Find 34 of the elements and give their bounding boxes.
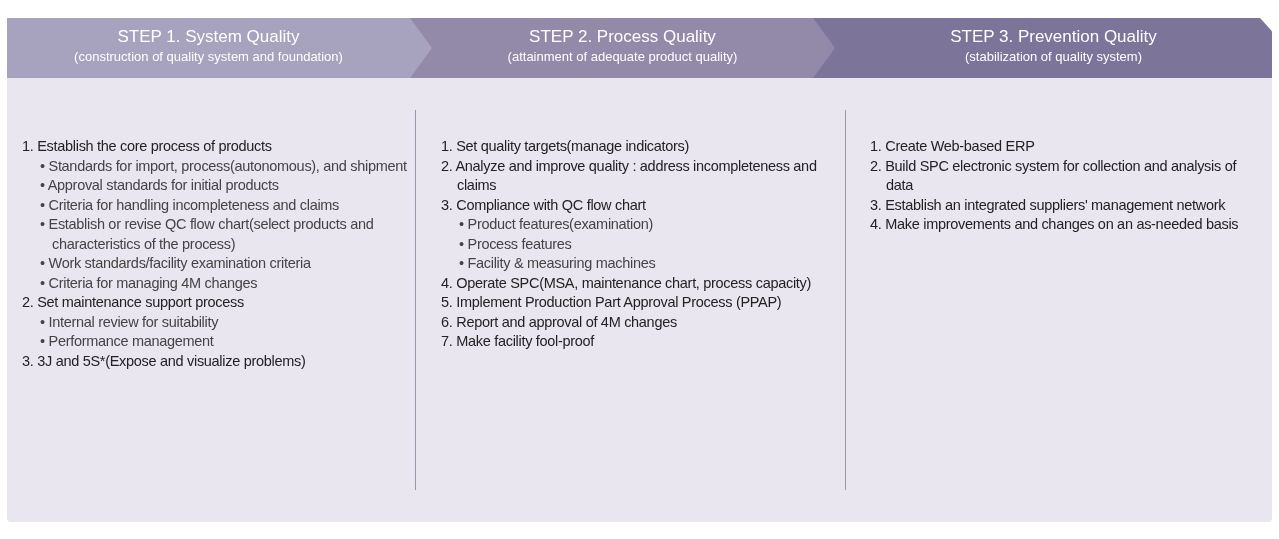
list-item: 4. Make improvements and changes on an as-needed basis	[870, 215, 1240, 234]
list-item: 3. 3J and 5S*(Expose and visualize problems)	[22, 351, 307, 371]
list-item: 7. Make facility fool-proof	[441, 332, 596, 351]
bullet-item: • Work standards/facility examination criteria	[39, 254, 312, 273]
step-subtitle: (stabilization of quality system)	[965, 49, 1142, 64]
list-item: 1. Establish the core process of products	[22, 137, 273, 156]
bullet-item: • Approval standards for initial products	[39, 176, 280, 195]
list-item: 1. Set quality targets(manage indicators)	[441, 137, 691, 156]
list-item: 5. Implement Production Part Approval Process (PPAP)	[441, 293, 783, 312]
bullet-item: • Product features(examination)	[458, 215, 655, 234]
step-subtitle: (attainment of adequate product quality)	[507, 49, 738, 64]
list-item: 1. Create Web-based ERP	[870, 137, 1036, 156]
chevron-arrow	[410, 18, 432, 78]
bullet-item: • Performance management	[39, 332, 215, 351]
bullet-item: • Criteria for handling incompleteness and claims	[39, 195, 341, 215]
list-item: 2. Build SPC electronic system for collection and analysis of data	[870, 156, 1238, 195]
list-item: 6. Report and approval of 4M changes	[441, 312, 678, 332]
chevron-arrow	[813, 18, 835, 78]
list-item: 2. Analyze and improve quality : address incompleteness and claims	[441, 156, 818, 195]
step-title: STEP 3. Prevention Quality	[950, 27, 1157, 47]
step-title: STEP 2. Process Quality	[529, 27, 716, 47]
bullet-item: • Process features	[458, 234, 573, 254]
bullet-item: • Criteria for managing 4M changes	[39, 273, 259, 293]
list-item: 3. Compliance with QC flow chart	[441, 195, 647, 215]
list-item: 3. Establish an integrated suppliers' management network	[870, 195, 1227, 215]
list-item: 4. Operate SPC(MSA, maintenance chart, process capacity)	[441, 273, 813, 293]
bullet-item: • Internal review for suitability	[39, 312, 220, 332]
step-header	[835, 18, 1272, 78]
list-item: 2. Set maintenance support process	[22, 293, 245, 312]
bullet-item: • Establish or revise QC flow chart(select products and characteristics of the process)	[39, 215, 375, 254]
bullet-item: • Standards for import, process(autonomous), and shipment	[39, 156, 408, 176]
step-title: STEP 1. System Quality	[117, 27, 300, 47]
step-subtitle: (construction of quality system and foundation)	[74, 49, 343, 64]
bullet-item: • Facility & measuring machines	[458, 254, 657, 273]
